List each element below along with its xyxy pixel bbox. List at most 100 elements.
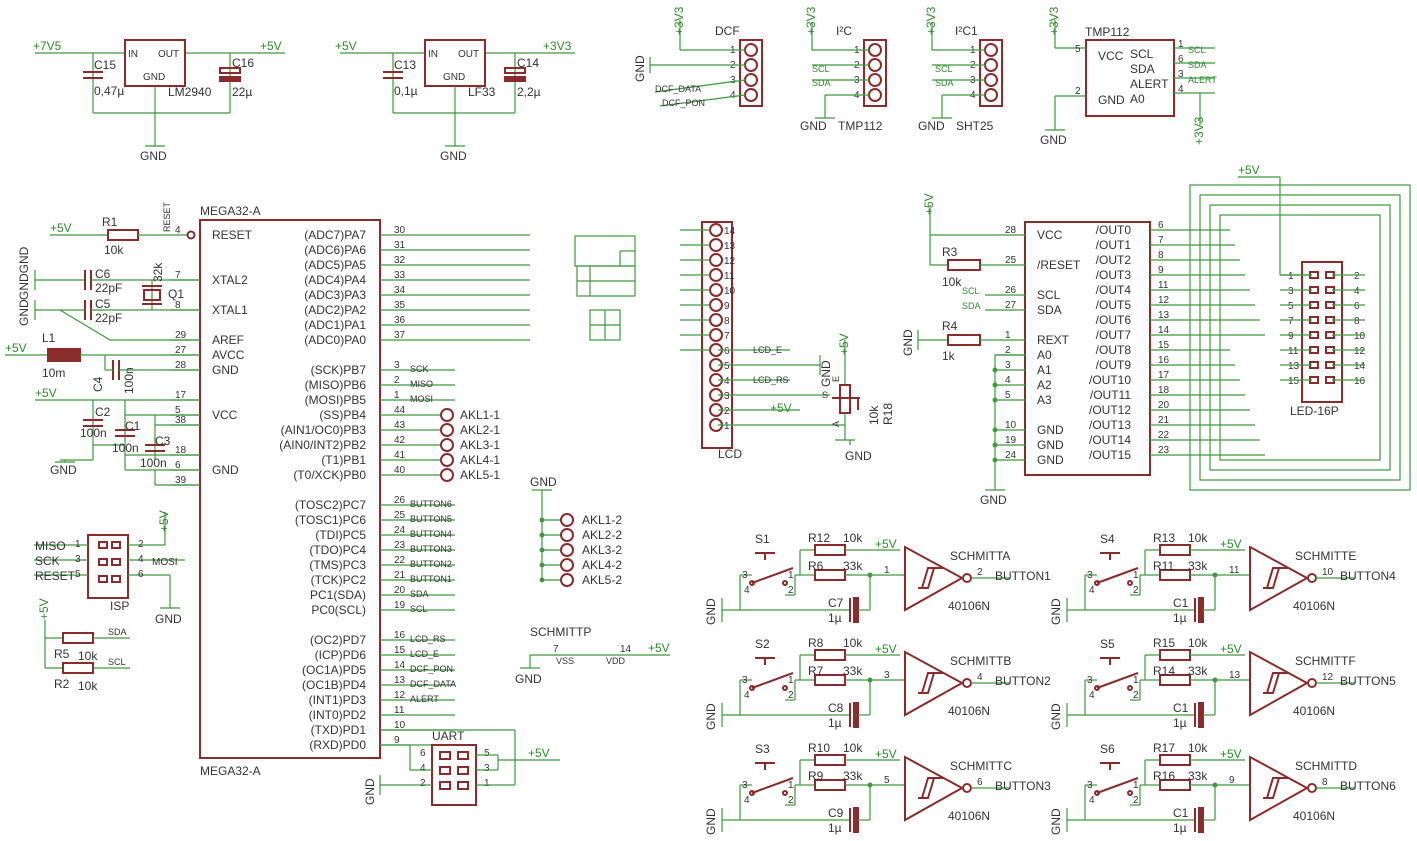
reg-name: LM2940: [168, 85, 212, 99]
uart-title: UART: [432, 729, 465, 743]
pin-num: 30: [394, 225, 406, 236]
pin-name: (MISO)PB6: [305, 378, 367, 392]
reset-label: RESET: [162, 201, 172, 232]
pin-num: 44: [394, 405, 406, 416]
pad-label: AKL4-2: [582, 558, 622, 572]
net-sda: SDA: [108, 627, 127, 637]
resistor-label: R17: [1153, 741, 1175, 755]
pin-num: 41: [394, 450, 406, 461]
net-5v: +5V: [157, 510, 171, 532]
pin-num: 29: [175, 330, 187, 341]
pin-num: 20: [394, 585, 406, 596]
cap-value: 1µ: [1173, 821, 1187, 835]
pin-num: 14: [724, 226, 736, 237]
pin-name: /OUT12: [1089, 403, 1131, 417]
switch-contact: [1127, 580, 1133, 586]
cap-value: 1µ: [828, 821, 842, 835]
gnd-label: GND: [918, 119, 945, 133]
pad-icon: [440, 438, 454, 452]
resistor: [1159, 754, 1191, 766]
pin-num: 5: [1075, 44, 1081, 55]
pin-name: /OUT5: [1096, 298, 1132, 312]
resistor-label: R11: [1153, 559, 1174, 573]
hysteresis-icon: [1263, 777, 1289, 799]
pin-num: 25: [1005, 255, 1017, 266]
resistor: [1159, 544, 1191, 556]
pad-label: AKL3-2: [582, 543, 622, 557]
pin-num: 3: [394, 360, 400, 371]
pin-name: GND: [1098, 93, 1125, 107]
routing-loop: [1219, 214, 1381, 461]
reg-in-label: IN: [428, 49, 438, 60]
pin-num: 1: [788, 675, 794, 686]
pin-num: 17: [175, 390, 187, 401]
resistor-r3-value: 10k: [942, 275, 962, 289]
pin-num: 27: [175, 345, 187, 356]
gnd-label: GND: [1049, 703, 1063, 730]
switch-contact: [782, 790, 788, 796]
pad-icon: [440, 468, 454, 482]
cap-c4: C4: [91, 376, 105, 392]
pin-name: PC1(SDA): [310, 588, 366, 602]
inductor-l1: L1: [42, 331, 56, 345]
pin-num: 14: [394, 660, 406, 671]
gate-label: SCHMITTA: [950, 549, 1010, 563]
pin-num: 43: [394, 420, 406, 431]
routing-loop: [1209, 204, 1391, 471]
pin-num: 10: [394, 720, 406, 731]
switch-label: S2: [755, 637, 770, 651]
net-sck: SCK: [35, 554, 60, 568]
cap-label: C1: [1173, 806, 1189, 820]
pin-name: A3: [1037, 393, 1052, 407]
net-5v: +5V: [875, 537, 897, 551]
pin-num: 16: [1158, 355, 1170, 366]
gnd-label: GND: [17, 299, 31, 326]
schmitt-gate-icon: [1249, 545, 1310, 612]
junction-dot: [539, 517, 545, 523]
junction-dot: [539, 562, 545, 568]
pin-name: (INT1)PD3: [309, 693, 367, 707]
pin-num: 28: [175, 360, 187, 371]
resistor: [1159, 649, 1191, 661]
resistor-label: R8: [808, 636, 824, 650]
pin-num: 22: [394, 555, 406, 566]
pin-num: 4: [1089, 690, 1095, 701]
pin-name: (TOSC1)PC6: [295, 513, 366, 527]
net-label: SCL: [1188, 45, 1206, 55]
crystal-q1: Q1: [168, 287, 184, 301]
pin-num: 26: [394, 495, 406, 506]
pin-num: 2: [1133, 690, 1139, 701]
pin-num: 4: [1089, 795, 1095, 806]
pin-3: 3: [730, 75, 736, 86]
pin-name: (ADC6)PA6: [304, 243, 366, 257]
pin-num: 42: [394, 435, 406, 446]
pin-name: (ADC4)PA4: [304, 273, 366, 287]
pin-name: (T0/XCK)PB0: [293, 468, 366, 482]
net-label: BUTTON2: [995, 674, 1051, 688]
pin-num: 3: [1005, 360, 1011, 371]
junction-dot: [867, 677, 873, 683]
pin-num: 1: [394, 390, 400, 401]
pin-name: SDA: [1037, 303, 1062, 317]
switch-contact: [1127, 685, 1133, 691]
pin-name: (TXD)PD1: [311, 723, 367, 737]
cap-c15: C15: [94, 58, 116, 72]
cap-label: C9: [828, 806, 844, 820]
pin-num: 2: [788, 690, 794, 701]
pin-num: 4: [1178, 84, 1184, 95]
pin-num: 15: [394, 645, 406, 656]
pin-name: /OUT9: [1096, 358, 1132, 372]
pin-pad-icon: [709, 253, 723, 267]
pin-name: A2: [1037, 378, 1052, 392]
junction-dot: [539, 547, 545, 553]
gate-label: SCHMITTF: [1295, 654, 1356, 668]
pin-name: (OC1A)PD5: [302, 663, 366, 677]
net-label: LCD_E: [410, 649, 439, 659]
